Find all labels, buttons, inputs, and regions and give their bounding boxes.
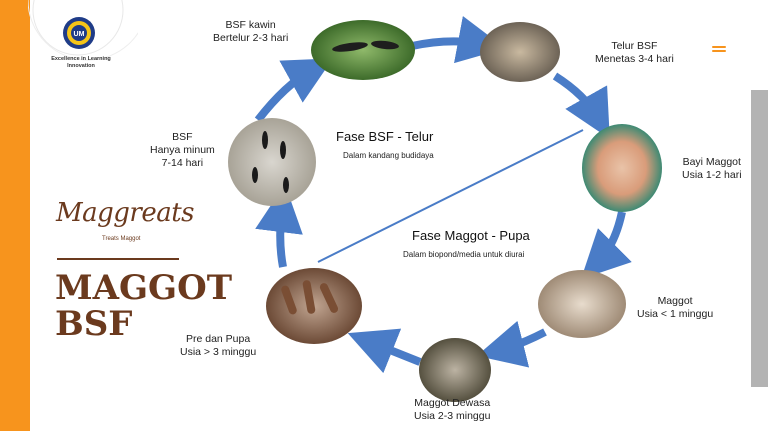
- stage-label-bsf-mating: BSF kawin Bertelur 2-3 hari: [213, 19, 289, 44]
- brand-divider: [57, 258, 179, 260]
- page-title: MAGGOT BSF: [55, 270, 232, 342]
- title-line-1: MAGGOT: [55, 268, 233, 308]
- university-logo-icon: UM: [63, 17, 95, 49]
- arrow-egg-to-baby: [552, 72, 610, 139]
- cycle-arrows: [254, 15, 632, 374]
- logo-tagline: Excellence in Learning Innovation: [51, 56, 111, 69]
- stage-label-adult-maggot: Maggot Dewasa Usia 2-3 minggu: [414, 397, 491, 422]
- arrow-fly-to-egg: [411, 15, 506, 64]
- brand-name: Maggreats: [56, 198, 195, 228]
- phase-lower-subtitle: Dalam biopond/media untuk diurai: [403, 250, 525, 259]
- photo-bsf-adult: [228, 118, 316, 206]
- arrow-baby-to-maggot: [581, 211, 632, 279]
- photo-bsf-eggs: [480, 22, 560, 82]
- photo-maggot: [538, 270, 626, 338]
- orange-side-bar: [0, 0, 30, 431]
- svg-text:UM: UM: [74, 31, 85, 38]
- phase-upper-subtitle: Dalam kandang budidaya: [343, 151, 434, 160]
- arrow-bsf-to-fly: [254, 58, 333, 123]
- fly-icon: [332, 40, 399, 52]
- photo-bsf-mating: [311, 20, 415, 80]
- side-panel: [751, 90, 768, 387]
- stage-label-eggs: Telur BSF Menetas 3-4 hari: [595, 40, 674, 65]
- phase-upper-title: Fase BSF - Telur: [336, 129, 434, 144]
- pupa-icon: [281, 280, 339, 315]
- phase-lower-title: Fase Maggot - Pupa: [412, 228, 530, 243]
- brand-subtitle: Treats Maggot: [102, 236, 141, 242]
- title-line-2: BSF: [55, 304, 133, 344]
- bsf-fly-icon: [252, 131, 289, 193]
- menu-icon[interactable]: [712, 46, 726, 56]
- stage-label-baby-maggot: Bayi Maggot Usia 1-2 hari: [682, 156, 742, 181]
- arrow-adult-to-pupa: [347, 328, 422, 374]
- arrow-pupa-to-bsf: [255, 184, 303, 268]
- photo-adult-maggot: [419, 338, 491, 402]
- stage-label-prepupa: Pre dan Pupa Usia > 3 minggu: [180, 333, 257, 358]
- stage-label-maggot: Maggot Usia < 1 minggu: [637, 295, 714, 320]
- stage-label-bsf-adult: BSF Hanya minum 7-14 hari: [150, 131, 215, 169]
- arrow-maggot-to-adult: [476, 320, 547, 368]
- photo-baby-maggot: [582, 124, 662, 212]
- phase-divider-line: [317, 129, 584, 263]
